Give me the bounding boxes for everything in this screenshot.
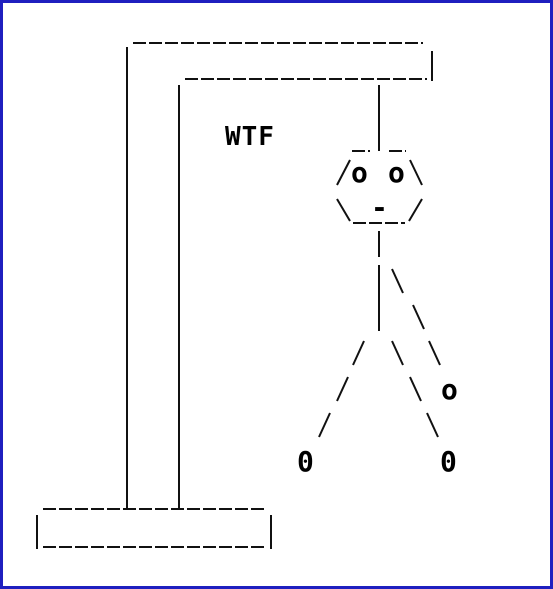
- head-lower-right: [408, 198, 423, 222]
- left-foot: 0: [297, 445, 314, 478]
- right-foot: 0: [440, 445, 457, 478]
- hangman-drawing: [36, 42, 441, 549]
- caption-text: WTF: [225, 122, 275, 152]
- mouth: -: [371, 191, 388, 224]
- head-upper-left: [336, 159, 351, 186]
- arm-right-upper: [391, 268, 404, 294]
- right-eye: o: [388, 156, 405, 189]
- leg-left-upper: [352, 340, 365, 366]
- hanged-figure: [318, 85, 441, 438]
- head-lower-left: [336, 198, 351, 222]
- leg-right-lower: [426, 412, 439, 438]
- gallows: [36, 42, 433, 549]
- leg-right-upper: [391, 340, 404, 366]
- arm-right-mid: [412, 304, 425, 330]
- leg-left-mid: [336, 376, 349, 402]
- leg-right-mid: [409, 376, 422, 402]
- leg-left-lower: [318, 412, 331, 438]
- arm-right-lower: [428, 340, 441, 366]
- right-hand: o: [441, 373, 458, 406]
- head-upper-right: [409, 159, 423, 186]
- left-eye: o: [351, 156, 368, 189]
